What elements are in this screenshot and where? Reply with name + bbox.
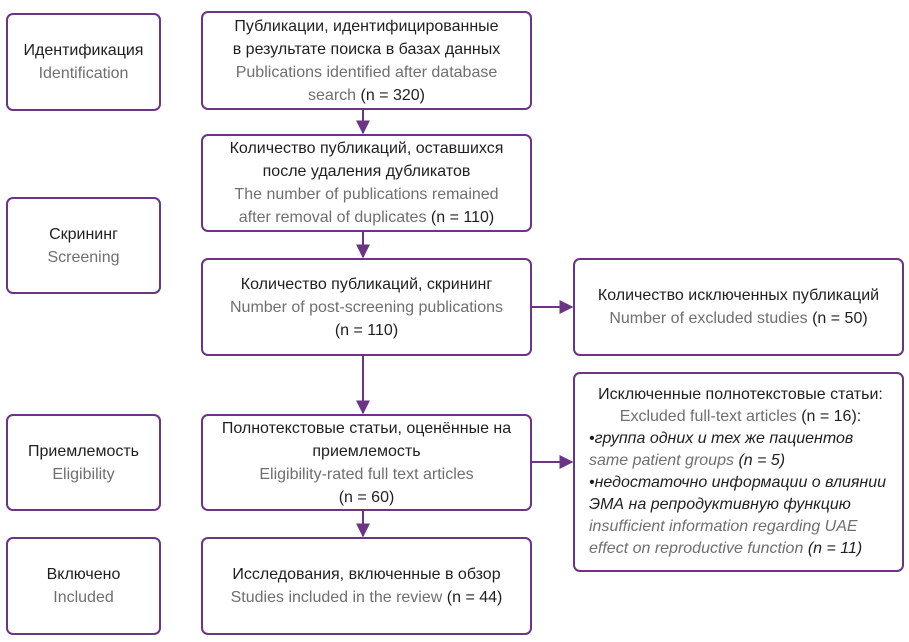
reason1-en: same patient groups [589,452,734,469]
excluded-full-text-count: (n = 16): [801,408,862,425]
reason2-count: (n = 11) [807,540,863,557]
reason2-en-line1: insufficient information regarding UAE [589,518,858,535]
screened-publications-box: Количество публикаций, скрининг Number o… [201,258,532,356]
after-duplicates-count: (n = 110) [430,209,495,226]
full-text-en-line1: Eligibility-rated full text articles [259,465,474,483]
identified-publications-box: Публикации, идентифицированные в результ… [201,11,532,110]
excluded-full-text-box: Исключенные полнотекстовые статьи: Exclu… [573,372,904,572]
after-duplicates-ru-line2: после удаления дубликатов [262,163,471,180]
identified-en-line2: search [308,86,357,104]
excluded-studies-en-row: Number of excluded studies (n = 50) [609,307,867,330]
screened-count: (n = 110) [334,321,399,339]
full-text-ru-line1: Полнотекстовые статьи, оценённые на [221,419,512,437]
excluded-studies-count: (n = 50) [812,310,868,327]
stage-identification-ru: Идентификация [23,42,144,59]
included-review-en-row: Studies included in the review (n = 44) [231,586,503,609]
reason2-ru-line2: ЭМА на репродуктивную функцию [589,496,851,513]
excluded-full-text-en-title: Excluded full-text articles [619,408,797,425]
included-review-count: (n = 44) [446,589,503,606]
stage-eligibility-en: Eligibility [52,465,115,483]
stage-identification-en: Identification [38,65,129,82]
excluded-studies-ru-line1: Количество исключенных публикаций [597,287,880,304]
identified-ru-line2: в результате поиска в базах данных [232,40,501,58]
after-duplicates-en-line2-row: after removal of duplicates (n = 110) [239,206,494,229]
excluded-studies-box: Количество исключенных публикаций Number… [573,258,904,356]
after-duplicates-box: Количество публикаций, оставшихся после … [201,134,532,232]
reason2-en-line2-row: effect on reproductive function (n = 11) [589,538,862,560]
identified-en-line1: Publications identified after database [235,63,498,81]
reason2-ru-line1: •недостаточно информации о влиянии [589,474,887,491]
stage-included-en: Included [53,589,114,606]
screened-en-line1: Number of post-screening publications [229,298,504,316]
reason1-ru: •группа одних и тех же пациентов [589,430,854,447]
included-review-en-line1: Studies included in the review [230,589,443,606]
reason1-en-row: same patient groups (n = 5) [589,450,785,472]
stage-included-box: Включено Included [6,537,161,635]
after-duplicates-en-line2: after removal of duplicates [238,209,427,226]
included-review-ru-line1: Исследования, включенные в обзор [232,566,501,583]
screened-ru-line1: Количество публикаций, скрининг [240,275,493,293]
after-duplicates-ru-line1: Количество публикаций, оставшихся [229,140,504,157]
excluded-full-text-en-row: Excluded full-text articles (n = 16): [620,406,861,428]
stage-screening-box: Скрининг Screening [6,197,161,294]
stage-identification-box: Идентификация Identification [6,13,161,111]
stage-eligibility-ru: Приемлемость [27,442,140,460]
identified-en-line2-row: search (n = 320) [308,84,425,107]
full-text-count: (n = 60) [338,488,395,506]
excluded-full-text-ru-title: Исключенные полнотекстовые статьи: [598,386,883,403]
stage-eligibility-box: Приемлемость Eligibility [6,414,161,511]
full-text-articles-box: Полнотекстовые статьи, оценённые на прие… [201,414,532,511]
stage-screening-en: Screening [47,248,120,266]
full-text-ru-line2: приемлемость [312,442,421,460]
reason2-en-line2: effect on reproductive function [589,540,804,557]
stage-screening-ru: Скрининг [49,225,118,243]
excluded-studies-en-line1: Number of excluded studies [609,310,808,327]
identified-count: (n = 320) [360,86,425,104]
included-review-box: Исследования, включенные в обзор Studies… [201,537,532,635]
stage-included-ru: Включено [46,566,121,583]
reason1-count: (n = 5) [738,452,786,469]
after-duplicates-en-line1: The number of publications remained [234,186,499,203]
identified-ru-line1: Публикации, идентифицированные [234,17,499,35]
